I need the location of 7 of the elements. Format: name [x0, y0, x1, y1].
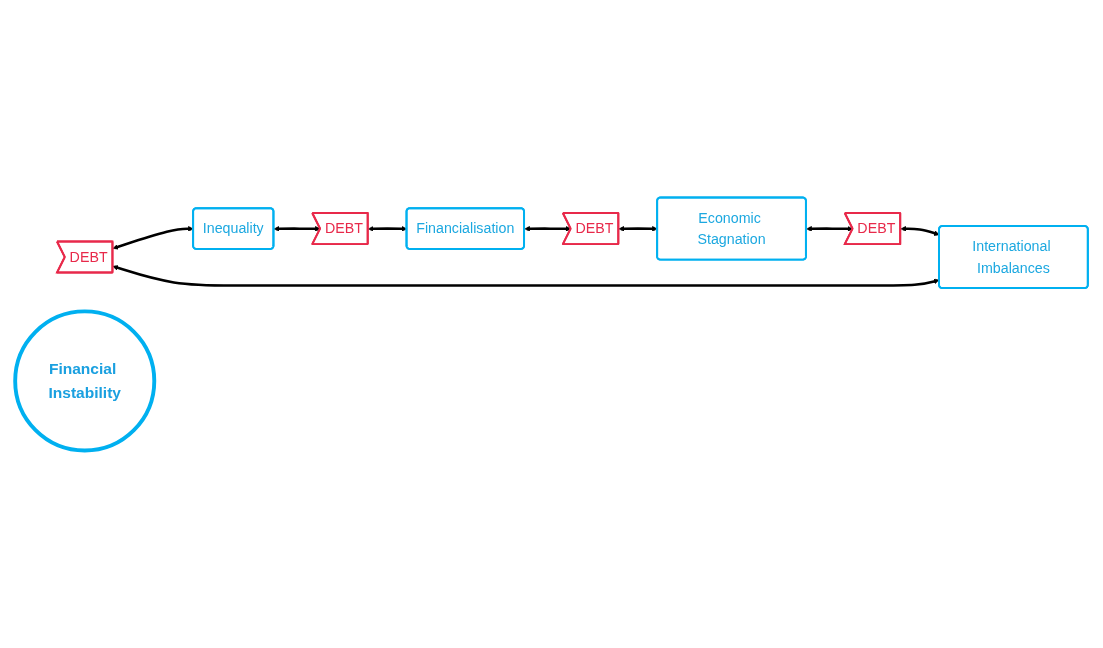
arrow — [524, 225, 572, 232]
arrow — [112, 225, 194, 250]
arrow — [112, 265, 940, 287]
arrow — [900, 225, 940, 236]
arrow — [273, 225, 321, 232]
arrow — [618, 225, 658, 232]
node-circle: Financial Instability — [13, 309, 157, 453]
